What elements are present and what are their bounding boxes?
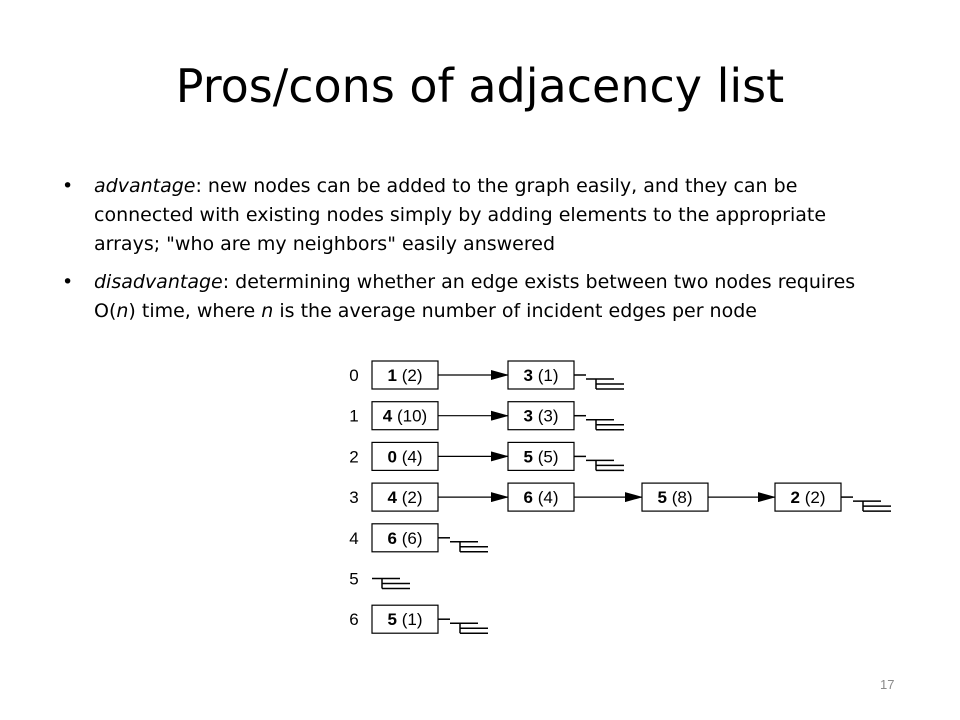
null-terminator-icon <box>372 577 410 590</box>
node-weight: (2) <box>800 488 826 507</box>
node-weight: (4) <box>397 447 423 466</box>
list-node-label: 6 (4) <box>524 488 559 507</box>
list-node-box <box>371 360 439 390</box>
node-id: 0 <box>388 447 397 466</box>
row-index-label: 2 <box>349 447 358 466</box>
node-weight: (2) <box>397 488 423 507</box>
row-index-label: 3 <box>349 488 358 507</box>
node-id: 5 <box>658 488 667 507</box>
node-id: 4 <box>388 488 398 507</box>
list-node-box <box>371 482 439 512</box>
bullet-variable: n <box>116 300 129 322</box>
list-node-label: 4 (10) <box>383 407 427 426</box>
node-weight: (1) <box>397 610 423 629</box>
list-node-label: 5 (1) <box>388 610 423 629</box>
row-index-label: 5 <box>349 570 358 589</box>
bullet-list: advantage: new nodes can be added to the… <box>62 172 882 335</box>
node-id: 3 <box>524 407 533 426</box>
row-index-label: 6 <box>349 610 358 629</box>
node-weight: (6) <box>397 529 423 548</box>
list-node-box <box>507 441 575 471</box>
null-terminator-icon <box>450 622 488 634</box>
node-id: 6 <box>388 529 397 548</box>
slide-title: Pros/cons of adjacency list <box>175 59 785 113</box>
bullet-advantage: advantage: new nodes can be added to the… <box>62 172 882 259</box>
bullet-text: : determining whether an edge exists bet… <box>94 271 856 322</box>
bullet-text: ) time, where <box>128 300 262 322</box>
bullet-text: is the average number of incident edges … <box>273 300 757 322</box>
node-weight: (4) <box>533 488 559 507</box>
node-id: 3 <box>524 366 533 385</box>
list-node-box <box>371 401 439 431</box>
node-id: 5 <box>388 610 397 629</box>
list-node-label: 2 (2) <box>791 488 826 507</box>
list-node-label: 5 (5) <box>524 447 559 466</box>
list-node-label: 4 (2) <box>388 488 423 507</box>
list-node-box <box>371 441 439 471</box>
node-weight: (1) <box>533 366 559 385</box>
node-weight: (3) <box>533 407 559 426</box>
null-terminator-icon <box>586 378 624 390</box>
node-id: 6 <box>524 488 533 507</box>
list-node-box <box>507 482 575 512</box>
list-node-box <box>774 482 842 512</box>
null-terminator-icon <box>586 418 624 431</box>
list-node-label: 3 (1) <box>524 366 559 385</box>
list-node-label: 1 (2) <box>388 366 423 385</box>
list-node-label: 3 (3) <box>524 407 559 426</box>
list-node-box <box>507 360 575 390</box>
bullet-term: advantage <box>94 175 196 197</box>
list-node-box <box>641 482 709 512</box>
bullet-text: : new nodes can be added to the graph ea… <box>94 175 827 255</box>
list-node-label: 5 (8) <box>658 488 693 507</box>
page-number: 17 <box>880 677 895 692</box>
row-index-label: 1 <box>349 407 358 426</box>
list-node-label: 0 (4) <box>388 447 423 466</box>
node-id: 5 <box>524 447 533 466</box>
node-weight: (2) <box>397 366 423 385</box>
null-terminator-icon <box>853 500 891 512</box>
null-terminator-icon <box>450 541 488 553</box>
node-weight: (10) <box>392 407 427 426</box>
bullet-term: disadvantage <box>94 271 223 293</box>
bullet-variable: n <box>261 300 274 322</box>
node-id: 4 <box>383 407 393 426</box>
node-id: 2 <box>791 488 800 507</box>
null-terminator-icon <box>586 459 624 472</box>
node-weight: (5) <box>533 447 559 466</box>
row-index-label: 0 <box>349 366 358 385</box>
node-id: 1 <box>388 366 397 385</box>
bullet-disadvantage: disadvantage: determining whether an edg… <box>62 268 882 326</box>
row-index-label: 4 <box>349 529 358 548</box>
node-weight: (8) <box>667 488 693 507</box>
list-node-label: 6 (6) <box>388 529 423 548</box>
